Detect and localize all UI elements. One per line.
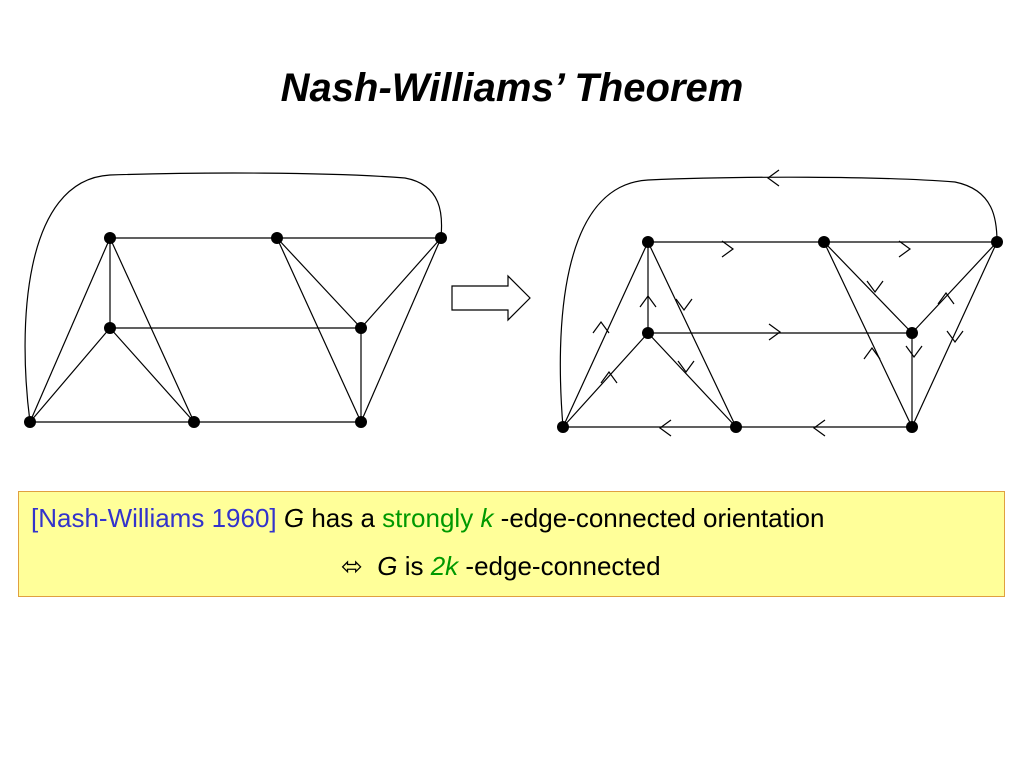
vertex [104,322,116,334]
edge [911,241,998,334]
text: -edge-connected orientation [493,503,825,533]
vertex [355,416,367,428]
oriented-graph [559,176,998,428]
arrowhead-icon [937,291,955,305]
arrowhead-icon [863,346,881,360]
edge [360,237,442,423]
edge [562,332,649,428]
vertex [557,421,569,433]
edge [109,327,195,423]
edge [29,237,111,423]
right-block-arrow-icon [451,274,531,322]
edge [911,241,998,428]
edge [647,241,737,428]
arrowhead-icon [639,294,657,308]
arrowhead-icon [658,419,672,437]
vertex [818,236,830,248]
graph-symbol: G [283,503,305,533]
vertex [906,327,918,339]
slide-title: Nash-Williams’ Theorem [280,66,744,110]
edge [29,327,111,423]
text: -edge-connected [458,551,661,581]
arrowhead-icon [905,345,923,359]
arrowhead-icon [600,370,618,384]
arrowhead-icon [898,240,912,258]
theorem-equivalence-line: ⬄ G is 2k -edge-connected [341,551,661,582]
edge [823,241,913,334]
orientation-arrowheads [592,169,964,437]
graph-diagram [24,169,1003,437]
arrowhead-icon [946,330,964,344]
vertex [188,416,200,428]
text: has a [304,503,383,533]
right-vertices [557,236,1003,433]
edge [647,332,737,428]
edge [276,237,362,329]
vertex [24,416,36,428]
vertex [906,421,918,433]
edge [823,241,913,428]
strongly-term: strongly [382,503,474,533]
arrowhead-icon [677,360,695,374]
vertex [642,327,654,339]
arrowhead-icon [812,419,826,437]
arrowhead-icon [866,280,884,294]
vertex [435,232,447,244]
vertex [271,232,283,244]
undirected-graph [24,172,443,423]
arrowhead-icon [592,320,610,334]
graph-symbol: G [377,551,398,581]
arrowhead-icon [768,323,782,341]
theorem-statement-line: [Nash-Williams 1960] G has a strongly k … [31,503,824,534]
edge [360,237,442,329]
vertex [642,236,654,248]
edge [562,241,649,428]
theorem-box: [Nash-Williams 1960] G has a strongly k … [18,491,1005,597]
vertex [104,232,116,244]
citation: [Nash-Williams 1960] [31,503,277,533]
text: is [397,551,431,581]
edge [276,237,362,423]
arrowhead-icon [721,240,735,258]
two-k-symbol: 2k [430,551,459,581]
edge [109,237,195,423]
arrowhead-icon [766,169,780,187]
left-vertices [24,232,447,428]
iff-arrow-icon: ⬄ [341,551,363,581]
vertex [730,421,742,433]
vertex [355,322,367,334]
vertex [991,236,1003,248]
k-symbol: k [480,503,494,533]
edge-outer-loop [559,176,998,428]
arrowhead-icon [675,298,693,312]
edge-outer-loop [24,172,443,423]
